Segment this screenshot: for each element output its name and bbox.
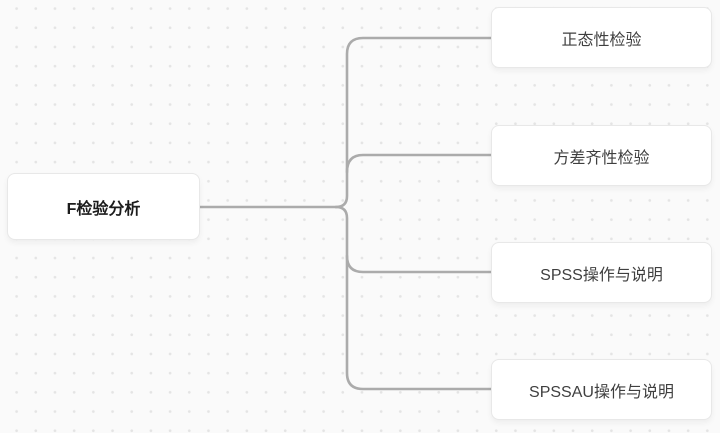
mindmap-node-variance-homogeneity-test[interactable]: 方差齐性检验: [491, 125, 712, 186]
mindmap-node-normality-test[interactable]: 正态性检验: [491, 7, 712, 68]
root-node-label: F检验分析: [66, 200, 141, 218]
child-node-label: SPSS操作与说明: [540, 266, 663, 284]
child-node-label: SPSSAU操作与说明: [529, 383, 674, 401]
mindmap-node-spssau-operation[interactable]: SPSSAU操作与说明: [491, 359, 712, 420]
connector-root-to-child-1: [334, 36, 494, 209]
mindmap-root-node[interactable]: F检验分析: [7, 173, 200, 240]
mindmap-node-spss-operation[interactable]: SPSS操作与说明: [491, 242, 712, 303]
connector-root-to-child-4: [334, 205, 494, 391]
connector-root-to-child-3: [345, 254, 494, 274]
connector-root-to-child-2: [345, 153, 494, 174]
child-node-label: 正态性检验: [561, 31, 642, 49]
child-node-label: 方差齐性检验: [553, 149, 650, 167]
